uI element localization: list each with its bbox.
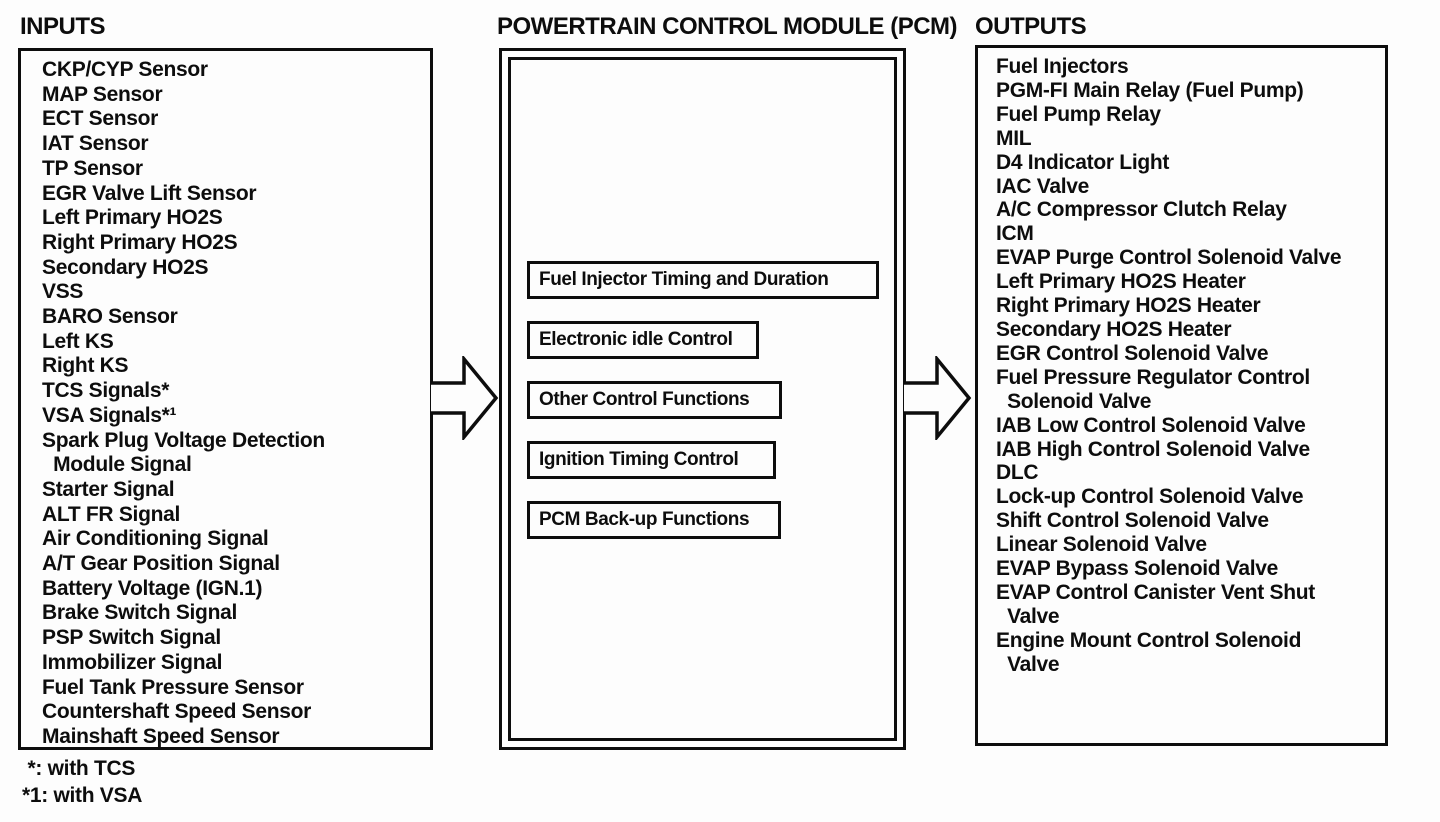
input-item: EGR Valve Lift Sensor [42,181,257,205]
output-item: A/C Compressor Clutch Relay [996,198,1287,222]
output-item: Linear Solenoid Valve [996,533,1207,557]
inputs-box: CKP/CYP Sensor MAP Sensor ECT Sensor IAT… [18,48,433,750]
input-item: Air Conditioning Signal [42,527,269,551]
input-item: A/T Gear Position Signal [42,552,280,576]
outputs-title: OUTPUTS [975,13,1087,40]
pcm-title: POWERTRAIN CONTROL MODULE (PCM) [497,13,958,40]
pcm-function-electronic-idle-control: Electronic idle Control [527,321,759,359]
output-item: Left Primary HO2S Heater [996,270,1246,294]
input-item: Spark Plug Voltage Detection Module Sign… [42,428,325,477]
input-item: CKP/CYP Sensor [42,58,208,81]
output-item: IAB High Control Solenoid Valve [996,437,1310,461]
output-item: PGM-FI Main Relay (Fuel Pump) [996,78,1304,102]
footnote-line: *1: with VSA [22,783,143,807]
inputs-title: INPUTS [20,13,106,40]
pcm-function-fuel-injector-timing: Fuel Injector Timing and Duration [527,261,879,299]
pcm-function-ignition-timing-control: Ignition Timing Control [527,441,776,479]
input-item: Right KS [42,354,129,378]
output-item: ICM [996,222,1034,246]
output-item: IAB Low Control Solenoid Valve [996,413,1306,437]
input-item: PSP Switch Signal [42,626,221,650]
input-item: Fuel Tank Pressure Sensor [42,675,304,699]
input-item: Right Primary HO2S [42,230,238,254]
footnote-line: *: with TCS [22,757,136,780]
footnotes: *: with TCS *1: with VSA [22,756,142,809]
pcm-function-pcm-backup-functions: PCM Back-up Functions [527,501,781,539]
output-item: DLC [996,461,1039,485]
outputs-box: Fuel Injectors PGM-FI Main Relay (Fuel P… [975,45,1388,746]
input-item: Left Primary HO2S [42,206,223,230]
output-item: Fuel Pressure Regulator Control Solenoid… [996,365,1310,413]
input-item: Mainshaft Speed Sensor [42,724,280,747]
input-item: Countershaft Speed Sensor [42,700,312,724]
input-item: BARO Sensor [42,305,178,329]
input-item: IAT Sensor [42,132,149,156]
output-item: Fuel Pump Relay [996,102,1161,126]
input-item: Secondary HO2S [42,255,209,279]
input-item: VSA Signals*¹ [42,403,177,427]
output-item: Lock-up Control Solenoid Valve [996,485,1304,509]
input-item: Battery Voltage (IGN.1) [42,576,263,600]
output-item: D4 Indicator Light [996,150,1170,174]
output-item: IAC Valve [996,174,1090,198]
pcm-function-other-control-functions: Other Control Functions [527,381,782,419]
output-item: MIL [996,126,1032,150]
input-item: Left KS [42,329,114,353]
output-item: Right Primary HO2S Heater [996,294,1261,318]
input-item: ALT FR Signal [42,502,181,526]
right-arrow-icon [431,356,499,440]
outputs-list: Fuel Injectors PGM-FI Main Relay (Fuel P… [978,48,1385,743]
output-item: EVAP Bypass Solenoid Valve [996,557,1279,581]
input-item: Brake Switch Signal [42,601,238,625]
input-item: TP Sensor [42,156,143,180]
input-item: VSS [42,280,84,304]
input-item: MAP Sensor [42,82,163,106]
input-item: Immobilizer Signal [42,650,223,674]
output-item: Secondary HO2S Heater [996,317,1232,341]
input-item: Starter Signal [42,477,175,501]
output-item: Fuel Injectors [996,55,1129,78]
pcm-inner-border [508,57,897,741]
input-item: TCS Signals* [42,379,170,403]
output-item: EVAP Control Canister Vent Shut Valve [996,580,1315,628]
output-item: EVAP Purge Control Solenoid Valve [996,246,1342,270]
inputs-list: CKP/CYP Sensor MAP Sensor ECT Sensor IAT… [21,51,430,747]
right-arrow-icon [904,356,972,440]
output-item: EGR Control Solenoid Valve [996,341,1269,365]
output-item: Shift Control Solenoid Valve [996,509,1269,533]
input-item: ECT Sensor [42,107,159,131]
output-item: Engine Mount Control Solenoid Valve [996,628,1302,676]
